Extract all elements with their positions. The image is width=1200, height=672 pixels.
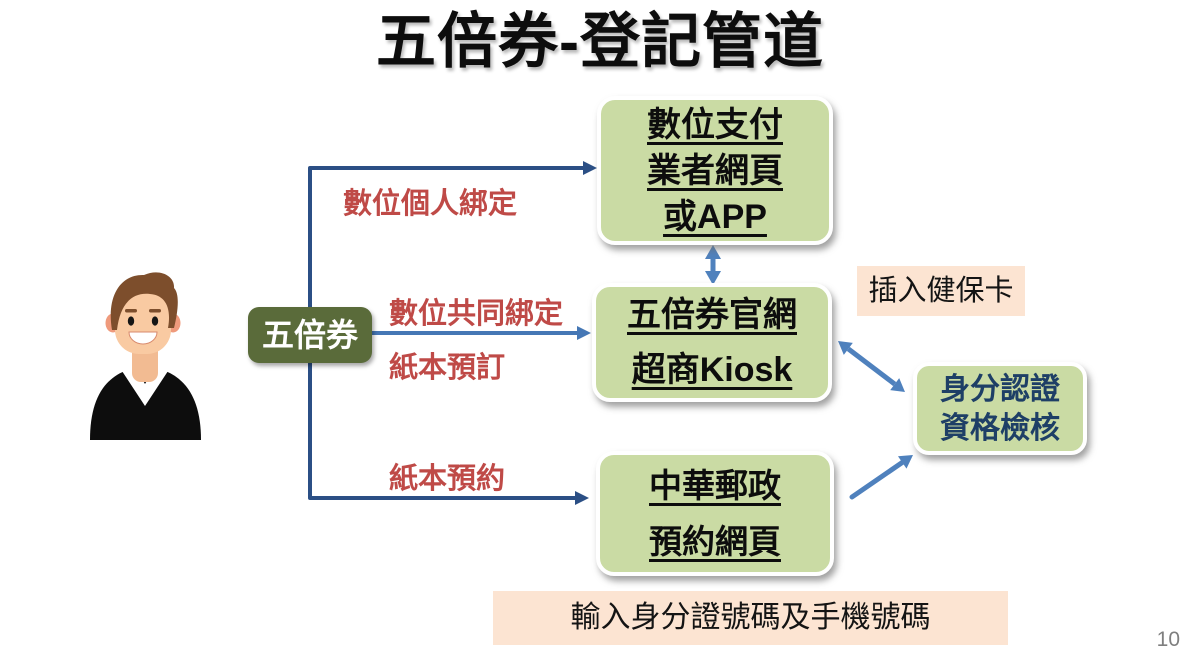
box-line: 業者網頁 xyxy=(647,151,783,190)
arrowhead-bottom-to-verify xyxy=(898,455,913,469)
avatar-eye-left xyxy=(127,316,135,326)
arrow-label-paper-reserve: 紙本預約 xyxy=(389,463,506,495)
note-insert-health-card: 插入健保卡 xyxy=(857,266,1025,316)
box-line: 超商Kiosk xyxy=(631,350,793,389)
source-box: 五倍券 xyxy=(248,307,372,363)
arrowhead-digital-personal xyxy=(583,161,597,175)
channel-box-post-office: 中華郵政 預約網頁 xyxy=(596,451,834,576)
box-line: 或APP xyxy=(663,197,767,236)
box-line: 預約網頁 xyxy=(649,522,781,560)
verify-line: 身分認證 xyxy=(940,372,1060,406)
note-input-id-phone: 輸入身分證號碼及手機號碼 xyxy=(493,591,1008,645)
arrow-label-digital-personal: 數位個人綁定 xyxy=(343,188,518,220)
avatar-brow-left xyxy=(125,309,137,313)
double-arrow-mid-verify-head-lr xyxy=(890,378,905,392)
avatar-brow-right xyxy=(149,309,161,313)
box-line: 中華郵政 xyxy=(649,466,781,504)
avatar-hair xyxy=(110,272,178,330)
box-line: 五倍券官網 xyxy=(627,295,797,334)
person-avatar xyxy=(90,272,201,440)
arrowhead-paper-reserve xyxy=(575,491,589,505)
source-label: 五倍券 xyxy=(261,317,358,353)
double-arrow-mid-verify xyxy=(846,346,897,387)
page-number: 10 xyxy=(1156,628,1180,651)
verify-box: 身分認證 資格檢核 xyxy=(913,362,1087,455)
box-line: 數位支付 xyxy=(647,105,783,144)
arrow-label-paper-order: 紙本預訂 xyxy=(389,352,506,384)
double-arrow-top-mid-head-up xyxy=(705,245,721,259)
channel-box-official-site: 五倍券官網 超商Kiosk xyxy=(592,283,832,402)
avatar-smile xyxy=(128,331,158,345)
verify-line: 資格檢核 xyxy=(940,411,1060,445)
channel-box-digital-payment: 數位支付 業者網頁 或APP xyxy=(597,96,833,245)
arrow-label-digital-common: 數位共同綁定 xyxy=(389,298,564,330)
avatar-eye-right xyxy=(151,316,159,326)
arrow-bottom-to-verify xyxy=(849,459,905,500)
double-arrow-mid-verify-head-ul xyxy=(838,341,853,355)
page-title: 五倍券-登記管道 xyxy=(376,8,824,75)
arrowhead-digital-common xyxy=(577,326,591,340)
